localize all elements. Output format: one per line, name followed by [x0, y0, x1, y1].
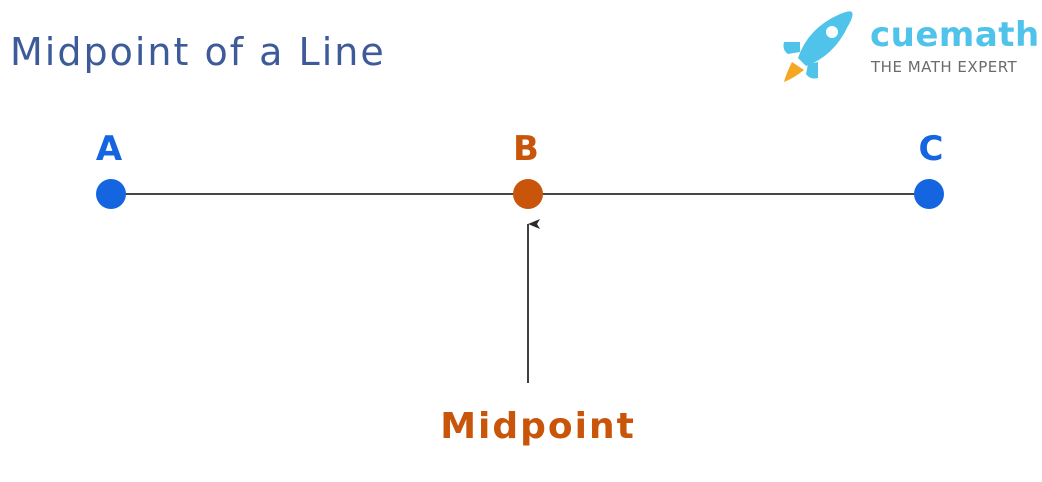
point-a-label: A — [96, 129, 123, 169]
point-b-label: B — [513, 129, 539, 169]
cuemath-logo: cuemath THE MATH EXPERT — [778, 8, 1040, 84]
point-a — [96, 179, 126, 209]
point-c — [914, 179, 944, 209]
logo-brand-text: cuemath — [870, 15, 1040, 55]
point-c-label: C — [919, 129, 944, 169]
midpoint-caption: Midpoint — [440, 406, 636, 447]
rocket-icon — [783, 11, 853, 82]
logo-tagline: THE MATH EXPERT — [871, 58, 1018, 76]
page-title: Midpoint of a Line — [10, 30, 386, 74]
point-b — [513, 179, 543, 209]
